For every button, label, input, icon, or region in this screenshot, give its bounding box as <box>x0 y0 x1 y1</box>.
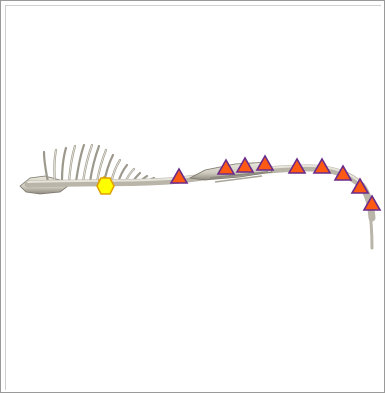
hexagon-marker-icon[interactable] <box>97 177 114 194</box>
skeleton-image <box>20 145 372 248</box>
